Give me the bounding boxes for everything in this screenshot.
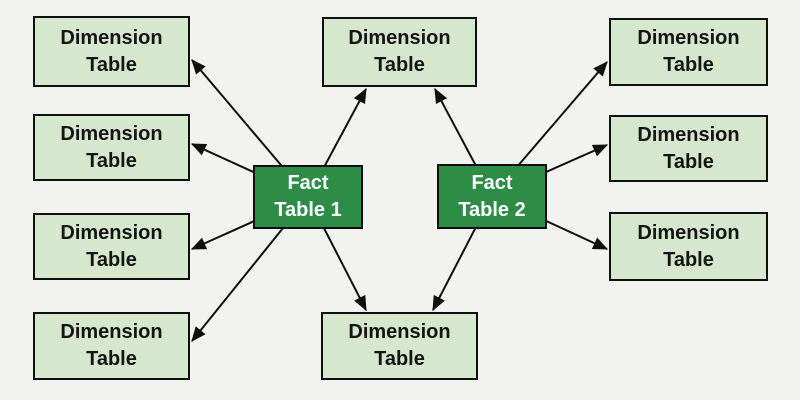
node-label: Dimension Table: [60, 221, 163, 271]
node-label: Dimension Table: [637, 27, 740, 76]
node-label: Dimension Table: [637, 221, 740, 271]
dimension-table-node-bottom-center: Dimension Table: [321, 312, 478, 380]
dimension-table-node-left-3: Dimension Table: [33, 213, 190, 280]
dimension-table-node-left-2: Dimension Table: [33, 114, 190, 181]
dimension-table-node-left-1: Dimension Table: [33, 16, 190, 87]
node-label: Dimension Table: [60, 122, 163, 172]
node-label: Dimension Table: [60, 26, 163, 76]
node-label: Fact Table 1: [274, 172, 342, 221]
node-label: Dimension Table: [60, 321, 163, 370]
dimension-table-node-right-3: Dimension Table: [609, 212, 768, 281]
node-label: Fact Table 2: [458, 171, 526, 221]
fact-table-2-node: Fact Table 2: [437, 164, 547, 229]
dimension-table-node-top-center: Dimension Table: [322, 17, 477, 87]
dimension-table-node-left-4: Dimension Table: [33, 312, 190, 380]
node-label: Dimension Table: [348, 321, 451, 370]
node-label: Dimension Table: [637, 123, 740, 173]
fact-table-1-node: Fact Table 1: [253, 165, 363, 229]
node-label: Dimension Table: [348, 27, 451, 76]
dimension-table-node-right-1: Dimension Table: [609, 18, 768, 86]
dimension-table-node-right-2: Dimension Table: [609, 115, 768, 182]
